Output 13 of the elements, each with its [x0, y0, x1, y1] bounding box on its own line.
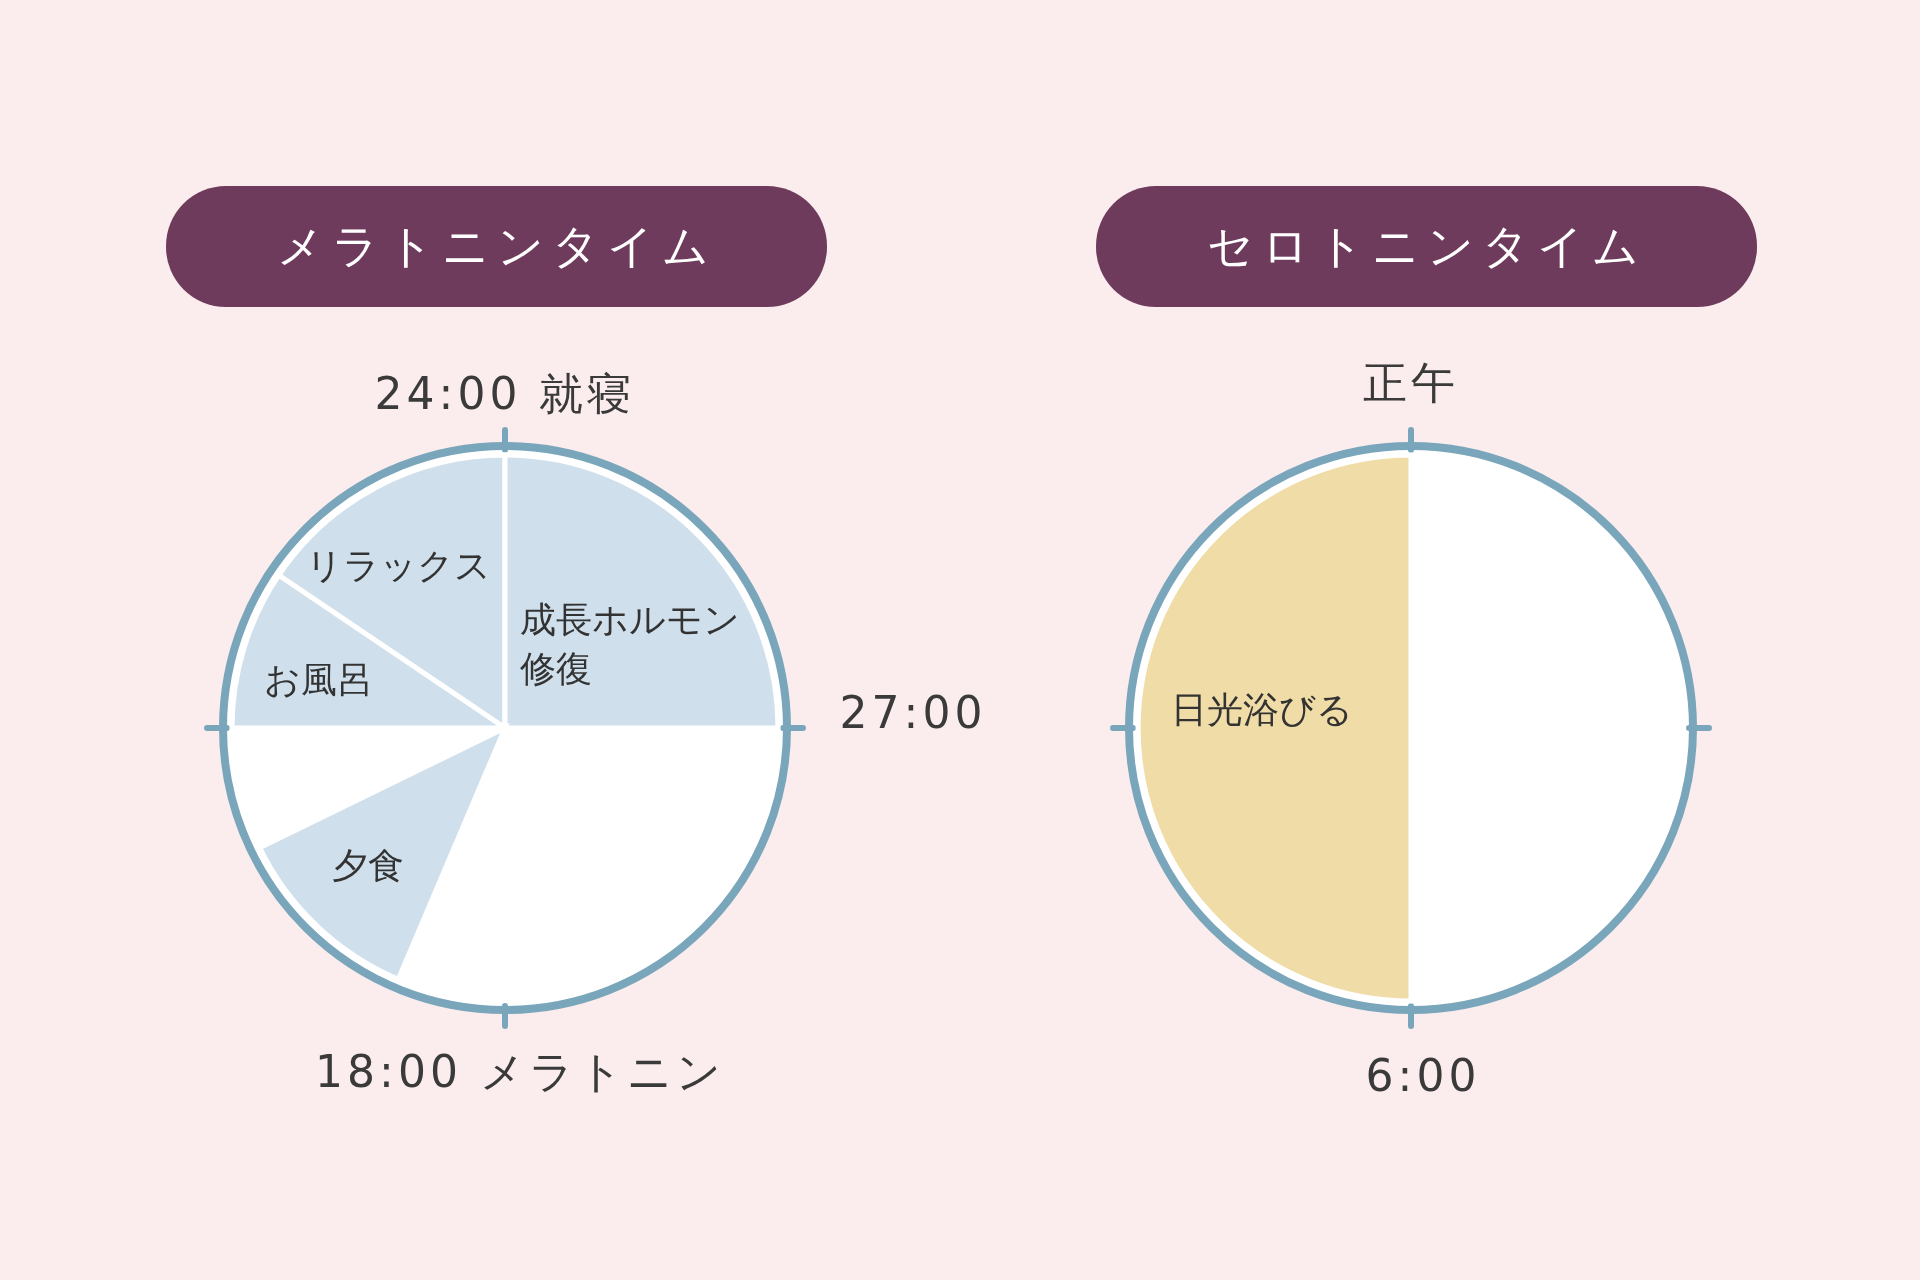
time-label: 24:00 就寝: [374, 366, 636, 421]
clock-face: [205, 428, 805, 1028]
title-pill: セロトニンタイム: [1096, 186, 1757, 307]
title-pill: メラトニンタイム: [166, 186, 827, 307]
time-label: 6:00: [1365, 1049, 1481, 1101]
sector-label: 日光浴びる: [1171, 685, 1353, 735]
time-label: 正午: [1363, 355, 1459, 410]
time-label: 18:00 メラトニン: [315, 1044, 725, 1099]
sector-label: 夕食: [332, 841, 404, 891]
sector-label: リラックス: [305, 541, 491, 591]
clock-face: [1111, 428, 1711, 1028]
sector-label: お風呂: [263, 655, 373, 705]
time-label: 27:00: [839, 686, 987, 738]
